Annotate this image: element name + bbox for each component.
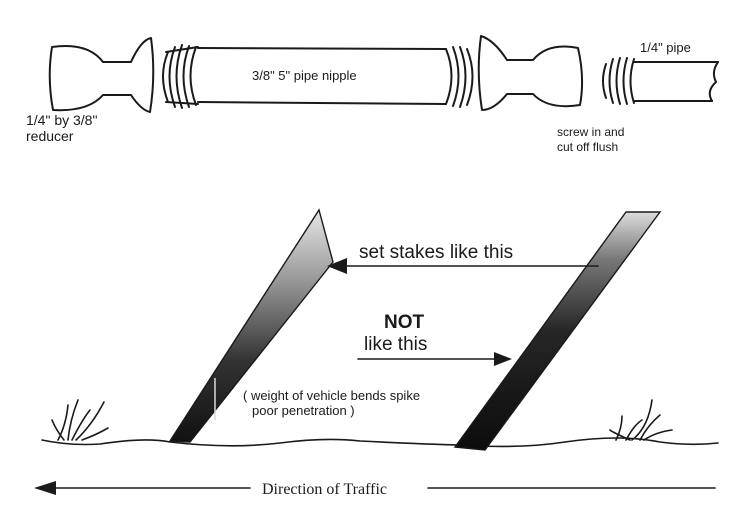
reducer-label-line1: 1/4" by 3/8" <box>26 112 97 128</box>
note-line2: poor penetration ) <box>252 403 355 418</box>
direction-label: Direction of Traffic <box>262 481 387 498</box>
note-line1: ( weight of vehicle bends spike <box>243 388 420 403</box>
ground-line <box>41 437 719 448</box>
pipe-nipple <box>162 44 474 109</box>
traffic-arrow <box>34 481 716 495</box>
grass-tuft-left <box>51 399 109 441</box>
pipe-label: 1/4" pipe <box>640 40 691 55</box>
arrow-correct <box>327 258 599 274</box>
incorrect-label-line2: like this <box>364 334 427 355</box>
reducer-right <box>477 35 584 111</box>
screw-label-line2: cut off flush <box>557 140 618 154</box>
correct-label: set stakes like this <box>359 242 513 263</box>
reducer-label-line2: reducer <box>26 128 74 144</box>
screw-label-line1: screw in and <box>557 125 624 139</box>
grass-tuft-right <box>609 399 673 441</box>
reducer-left <box>48 37 155 113</box>
stake-correct <box>168 208 334 443</box>
nipple-label: 3/8" 5" pipe nipple <box>252 68 357 83</box>
incorrect-label-bold: NOT <box>384 312 425 333</box>
stake-incorrect <box>453 211 662 451</box>
quarter-pipe <box>602 57 719 105</box>
arrow-incorrect <box>357 352 512 366</box>
